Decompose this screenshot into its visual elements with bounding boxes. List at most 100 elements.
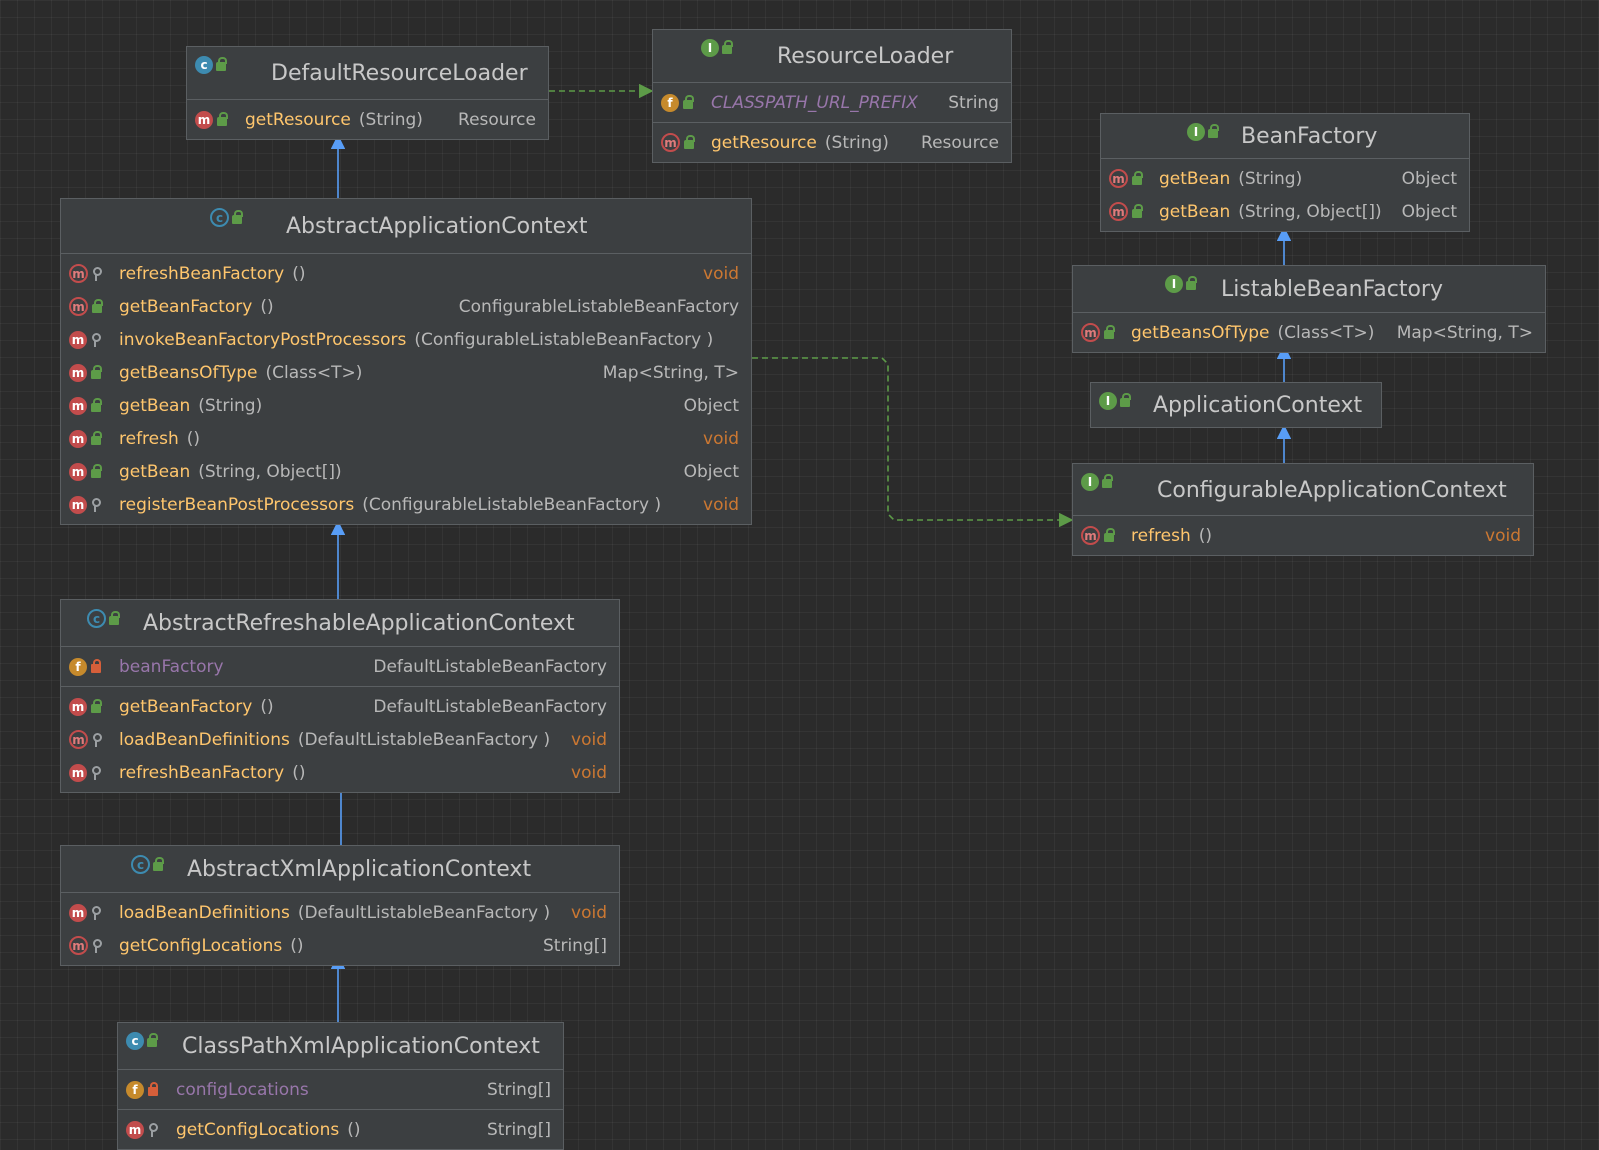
method-icon: m: [69, 429, 87, 448]
member-icons: f: [69, 657, 119, 676]
private-lock-icon: [91, 658, 101, 673]
member-icons: f: [126, 1080, 176, 1099]
node-header-icons: c: [131, 855, 164, 874]
public-lock-icon: [684, 134, 695, 149]
member-icons: m: [69, 330, 119, 349]
member-name: getBeanFactory: [119, 696, 253, 717]
member-type: void: [571, 762, 607, 783]
member-type: Resource: [458, 109, 536, 130]
method-icon: m: [69, 903, 87, 922]
member-type: DefaultListableBeanFactory: [373, 696, 607, 717]
member-params: (Class<T>): [265, 362, 363, 383]
node-header-icons: I: [1081, 473, 1113, 491]
public-lock-icon: [91, 430, 102, 445]
member-type: Map<String, T>: [602, 362, 739, 383]
public-lock-icon: [232, 209, 243, 224]
public-lock-icon: [147, 1033, 158, 1047]
member-name: loadBeanDefinitions: [119, 902, 290, 923]
interface-icon: I: [1099, 392, 1117, 410]
node-title: ResourceLoader: [777, 44, 954, 69]
public-lock-icon: [216, 57, 227, 71]
abstract-method-icon: m: [69, 264, 88, 283]
member-type: String[]: [487, 1079, 551, 1100]
member-type: Object: [1401, 168, 1457, 189]
public-lock-icon: [722, 40, 733, 54]
public-lock-icon: [1104, 527, 1115, 542]
protected-key-icon: [91, 905, 101, 920]
member-params: (): [292, 762, 306, 783]
abstract-method-icon: m: [1109, 202, 1128, 221]
protected-key-icon: [92, 266, 102, 281]
public-lock-icon: [217, 111, 228, 126]
public-lock-icon: [1208, 124, 1219, 138]
member-name: getBean: [119, 395, 191, 416]
method-icon: m: [126, 1120, 144, 1139]
member-icons: m: [69, 730, 119, 749]
member-name: getBean: [1159, 168, 1231, 189]
member-name: refresh: [119, 428, 179, 449]
member-name: invokeBeanFactoryPostProcessors: [119, 329, 407, 350]
protected-key-icon: [91, 765, 101, 780]
member-name: getBeanFactory: [119, 296, 253, 317]
node-title: AbstractRefreshableApplicationContext: [143, 611, 575, 636]
node-header-icons: I: [1099, 392, 1131, 410]
method-icon: m: [69, 763, 87, 782]
member-icons: m: [661, 133, 711, 152]
public-lock-icon: [1102, 474, 1113, 488]
node-title: ConfigurableApplicationContext: [1157, 478, 1507, 503]
member-name: CLASSPATH_URL_PREFIX: [711, 92, 918, 113]
node-header-icons: I: [701, 39, 733, 57]
member-name: refreshBeanFactory: [119, 263, 285, 284]
member-name: refresh: [1131, 525, 1191, 546]
protected-key-icon: [92, 732, 102, 747]
protected-key-icon: [91, 497, 101, 512]
node-header-icons: c: [126, 1032, 158, 1050]
implements-edge: [752, 357, 1074, 528]
member-params: (): [290, 935, 304, 956]
node-header-icons: I: [1187, 123, 1219, 141]
node-header: I ResourceLoader: [653, 30, 1011, 83]
private-lock-icon: [148, 1081, 158, 1096]
member-params: (): [260, 696, 274, 717]
member-icons: m: [69, 264, 119, 283]
